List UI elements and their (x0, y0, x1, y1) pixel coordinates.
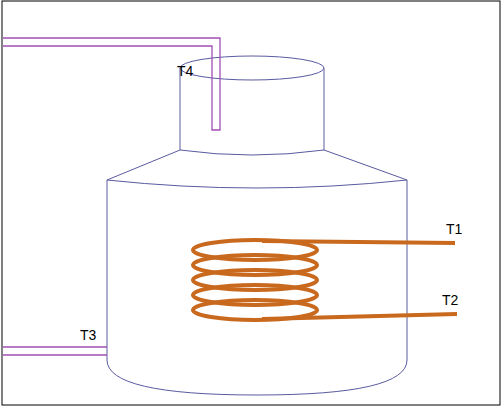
heating-coil (193, 240, 457, 320)
terminal-label: T1 (446, 222, 462, 236)
tank-outline (107, 56, 407, 395)
terminal-label: T3 (80, 328, 96, 342)
terminal-label: T2 (442, 293, 458, 307)
terminal-label: T4 (177, 64, 193, 78)
pipe (3, 38, 220, 355)
